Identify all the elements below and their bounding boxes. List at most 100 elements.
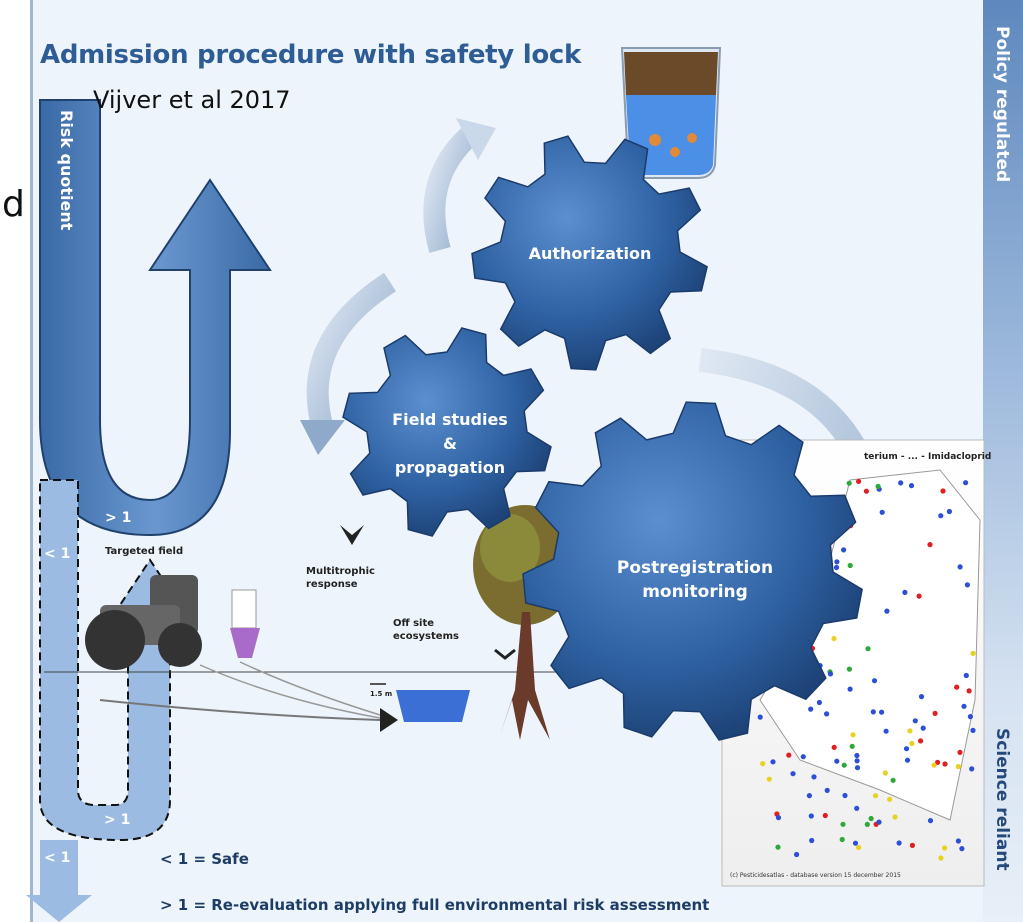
map-dot xyxy=(846,480,852,486)
map-dot xyxy=(864,821,870,828)
map-dot xyxy=(790,771,796,777)
map-dot xyxy=(896,840,902,846)
map-dot xyxy=(942,845,948,851)
map-dot xyxy=(884,608,890,614)
beaker-illustration xyxy=(620,47,722,179)
policy-science-sidebar xyxy=(983,0,1023,922)
map-dot xyxy=(959,846,965,852)
map-dot xyxy=(827,671,834,677)
map-dot xyxy=(808,706,814,712)
map-dot xyxy=(842,792,848,799)
map-dot xyxy=(863,488,870,494)
map-dot xyxy=(963,480,969,486)
map-dot xyxy=(955,838,962,844)
map-dot xyxy=(770,759,776,765)
off-site-line-2: ecosystems xyxy=(393,631,459,642)
map-dot xyxy=(912,718,918,724)
field-illustration xyxy=(44,525,720,732)
map-dot xyxy=(870,709,876,715)
map-dot xyxy=(775,844,781,850)
map-dot xyxy=(970,727,976,734)
map-dot xyxy=(957,749,963,756)
legend-reevaluation: > 1 = Re-evaluation applying full enviro… xyxy=(160,896,710,914)
multitrophic-line-2: response xyxy=(306,579,358,590)
map-dot xyxy=(871,678,878,684)
science-reliant-label: Science reliant xyxy=(992,728,1012,871)
field-studies-line-3: propagation xyxy=(394,458,506,477)
map-dot xyxy=(840,821,846,827)
map-dot xyxy=(816,699,823,706)
map-dot xyxy=(854,805,860,811)
map-dot xyxy=(909,842,916,849)
map-dot xyxy=(918,738,924,744)
off-site-label: Off site ecosystems xyxy=(393,617,459,643)
map-dot xyxy=(909,740,915,747)
map-dot xyxy=(907,728,913,734)
postregistration-label: Postregistration monitoring xyxy=(595,556,795,604)
map-dot xyxy=(969,766,975,772)
map-dot xyxy=(865,646,871,652)
map-dot xyxy=(841,547,847,553)
slide-title: Admission procedure with safety lock xyxy=(40,40,581,70)
authorization-label: Authorization xyxy=(528,244,652,263)
map-dot xyxy=(946,508,953,515)
map-dot xyxy=(856,478,862,484)
targeted-field-label: Targeted field xyxy=(105,546,184,557)
map-dot xyxy=(856,844,862,851)
map-dot xyxy=(849,743,855,749)
lower-u-arrow xyxy=(26,479,192,922)
map-dot xyxy=(892,814,898,820)
multitrophic-label: Multitrophic response xyxy=(306,565,375,591)
map-dot xyxy=(872,793,879,799)
map-dot xyxy=(876,819,882,825)
map-dot xyxy=(955,763,961,770)
authorization-gear xyxy=(471,135,708,371)
map-dot xyxy=(938,513,944,519)
map-dot xyxy=(831,744,837,751)
map-dot xyxy=(970,650,976,657)
map-dot xyxy=(809,837,815,844)
field-studies-line-1: Field studies xyxy=(392,410,508,429)
map-dot xyxy=(883,728,889,734)
map-dot xyxy=(942,761,948,767)
map-dot xyxy=(931,762,937,768)
map-dot xyxy=(879,709,885,715)
risk-quotient-label: Risk quotient xyxy=(57,110,76,231)
map-dot xyxy=(847,686,853,692)
field-studies-gear xyxy=(342,327,552,537)
map-title: terium - ... - Imidacloprid xyxy=(864,452,992,462)
map-dot xyxy=(935,759,941,766)
map-dot xyxy=(766,776,772,782)
map-dot xyxy=(786,752,792,758)
map-dot xyxy=(920,725,926,731)
map-dot xyxy=(963,672,969,679)
map-dot xyxy=(846,666,853,672)
map-dot xyxy=(908,483,915,489)
map-dot xyxy=(824,711,830,717)
map-dot xyxy=(824,787,830,794)
map-dot xyxy=(775,815,782,821)
map-dot xyxy=(957,564,963,570)
citation: Vijver et al 2017 xyxy=(93,86,291,114)
map-dot xyxy=(834,559,840,565)
risk-quotient-u-arrow xyxy=(39,99,272,537)
map-dot xyxy=(760,761,766,767)
map-dot xyxy=(879,509,885,515)
map-dot xyxy=(831,635,837,642)
postregistration-line-2: monitoring xyxy=(642,582,748,602)
map-dot xyxy=(834,758,840,764)
map-dot xyxy=(904,757,911,763)
map-dot xyxy=(927,542,933,548)
off-site-line-1: Off site xyxy=(393,618,435,629)
map-dot xyxy=(887,796,893,802)
map-dot xyxy=(967,714,974,720)
postregistration-line-1: Postregistration xyxy=(616,558,774,578)
map-dot xyxy=(850,732,856,738)
map-dot xyxy=(852,840,859,846)
field-studies-line-2: & xyxy=(443,434,457,453)
map-dot xyxy=(833,564,840,571)
distance-label: 1.5 m xyxy=(370,690,393,698)
map-dot xyxy=(903,746,910,752)
postregistration-gear xyxy=(522,401,863,741)
